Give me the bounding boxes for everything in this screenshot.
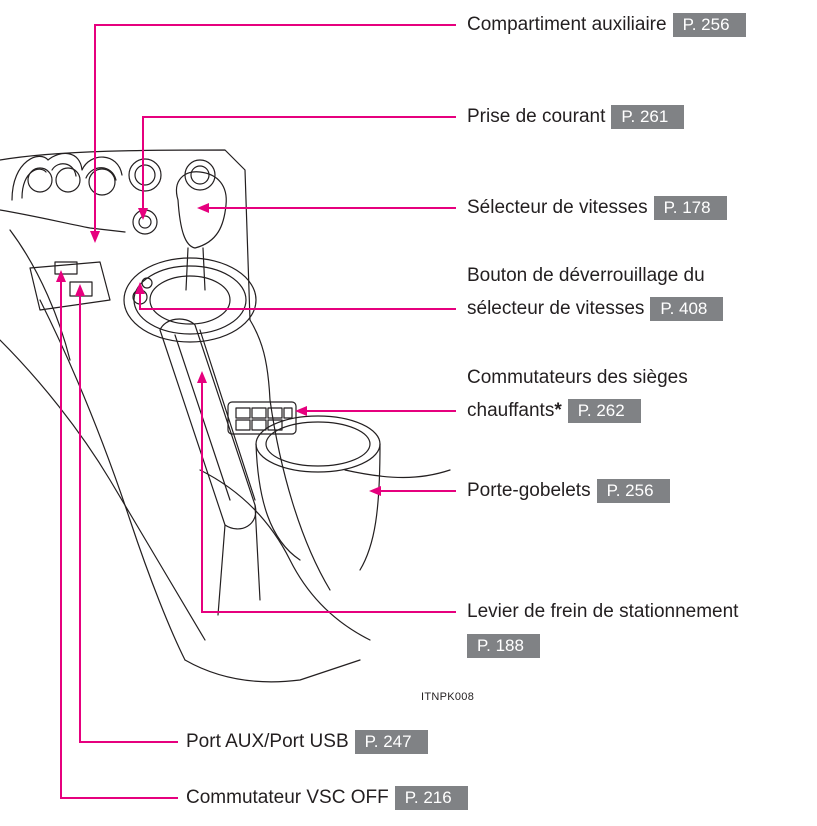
shifter-bezel bbox=[123, 257, 257, 343]
callout-label: Compartiment auxiliaire bbox=[467, 14, 667, 35]
callout-label: sélecteur de vitesses bbox=[467, 298, 645, 319]
page-ref-badge[interactable]: P. 256 bbox=[596, 479, 670, 503]
callout-label: Commutateurs des sièges bbox=[467, 367, 688, 388]
leader-compartment bbox=[94, 24, 456, 236]
dashboard-outline bbox=[0, 149, 251, 321]
callout-seat-heater-line2: chauffants*P. 262 bbox=[467, 399, 641, 423]
callout-seat-heater-line1: Commutateurs des sièges bbox=[467, 366, 688, 390]
callout-label: Prise de courant bbox=[467, 106, 606, 127]
page-ref-badge[interactable]: P. 262 bbox=[567, 399, 641, 423]
leader-parking-brake bbox=[201, 377, 456, 613]
leader-vsc-off bbox=[60, 276, 178, 799]
callout-shift-lock-line1: Bouton de déverrouillage du bbox=[467, 264, 705, 288]
vent-left bbox=[11, 152, 123, 201]
shift-knob bbox=[176, 171, 227, 249]
callout-label: chauffants bbox=[467, 400, 555, 421]
page-ref-badge[interactable]: P. 216 bbox=[394, 786, 468, 810]
leader-power-outlet bbox=[142, 116, 456, 213]
figure-code: ITNPK008 bbox=[421, 691, 475, 703]
page-ref-badge[interactable]: P. 247 bbox=[354, 730, 428, 754]
callout-label: Bouton de déverrouillage du bbox=[467, 265, 705, 286]
callout-parking-brake-line2: P. 188 bbox=[467, 634, 540, 658]
callout-label: Sélecteur de vitesses bbox=[467, 197, 648, 218]
page-ref-badge[interactable]: P. 256 bbox=[672, 13, 746, 37]
callout-label: Commutateur VSC OFF bbox=[186, 787, 389, 808]
page-ref-badge[interactable]: P. 178 bbox=[653, 196, 727, 220]
callout-label: Levier de frein de stationnement bbox=[467, 601, 739, 622]
leader-shift-lock bbox=[139, 288, 456, 310]
page-ref-badge[interactable]: P. 188 bbox=[467, 634, 540, 658]
callout-parking-brake-line1: Levier de frein de stationnement bbox=[467, 600, 738, 624]
callout-label: Port AUX/Port USB bbox=[186, 731, 349, 752]
leader-aux-usb bbox=[79, 290, 178, 743]
page-ref-badge[interactable]: P. 261 bbox=[611, 105, 685, 129]
callout-label: Porte-gobelets bbox=[467, 480, 591, 501]
page-ref-badge[interactable]: P. 408 bbox=[650, 297, 724, 321]
footnote-marker: * bbox=[554, 400, 562, 421]
cup-holder bbox=[255, 415, 381, 473]
